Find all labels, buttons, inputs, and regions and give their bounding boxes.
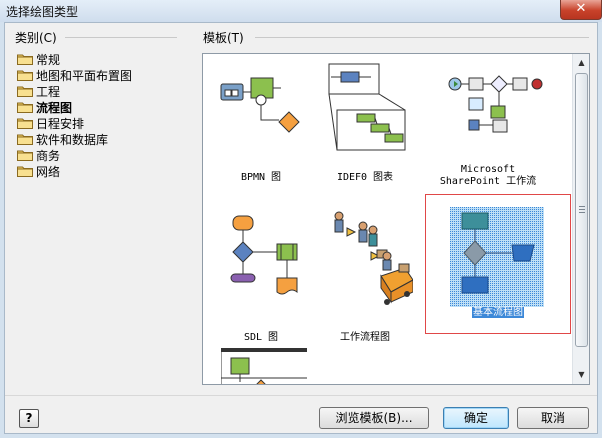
folder-icon bbox=[17, 54, 33, 65]
template-label: SDL 图 bbox=[243, 332, 279, 343]
folder-icon bbox=[17, 70, 33, 81]
title-bar: 选择绘图类型 ✕ bbox=[0, 0, 602, 22]
basic-flowchart-icon bbox=[450, 207, 544, 307]
template-scrollbar[interactable]: ▲ ▼ bbox=[572, 54, 589, 384]
category-label: 网络 bbox=[36, 164, 61, 179]
template-label: Microsoft SharePoint 工作流 bbox=[439, 164, 537, 187]
category-list: 常规地图和平面布置图工程流程图日程安排软件和数据库商务网络 bbox=[17, 51, 177, 179]
template-label: BPMN 图 bbox=[240, 172, 282, 183]
folder-icon bbox=[17, 150, 33, 161]
template-label: IDEF0 图表 bbox=[336, 172, 394, 183]
template-label: 基本流程图 bbox=[472, 307, 524, 318]
folder-icon bbox=[17, 102, 33, 113]
category-item[interactable]: 商务 bbox=[17, 147, 177, 163]
template-label: 工作流程图 bbox=[340, 332, 390, 343]
help-icon: ? bbox=[25, 411, 33, 425]
templates-heading: 模板(T) bbox=[203, 31, 244, 45]
folder-icon bbox=[17, 134, 33, 145]
template-tile-sdl[interactable]: SDL 图 bbox=[211, 204, 311, 354]
category-item[interactable]: 流程图 bbox=[17, 99, 177, 115]
template-tile-basic-flowchart[interactable]: 基本流程图 bbox=[425, 194, 571, 334]
category-label: 地图和平面布置图 bbox=[36, 68, 133, 83]
sharepoint-workflow-icon bbox=[448, 75, 543, 133]
category-label: 软件和数据库 bbox=[36, 132, 109, 147]
category-item[interactable]: 网络 bbox=[17, 163, 177, 179]
folder-icon bbox=[17, 166, 33, 177]
bpmn-diagram-icon bbox=[220, 77, 300, 133]
scroll-down-arrow-icon[interactable]: ▼ bbox=[578, 370, 585, 379]
template-tile-sharepoint-workflow[interactable]: Microsoft SharePoint 工作流 bbox=[425, 60, 551, 192]
cross-functional-flowchart-icon bbox=[221, 348, 307, 384]
cancel-button[interactable]: 取消 bbox=[517, 407, 589, 429]
category-label: 常规 bbox=[36, 52, 61, 67]
sdl-diagram-icon bbox=[230, 215, 298, 295]
grip-line bbox=[579, 209, 585, 210]
work-flow-diagram-icon bbox=[334, 211, 413, 305]
category-item[interactable]: 地图和平面布置图 bbox=[17, 67, 177, 83]
ok-button[interactable]: 确定 bbox=[443, 407, 509, 429]
idef0-diagram-icon bbox=[328, 63, 406, 151]
category-label: 商务 bbox=[36, 148, 61, 163]
dialog-panel: 类别(C) 常规地图和平面布置图工程流程图日程安排软件和数据库商务网络 模板(T… bbox=[4, 22, 598, 434]
categories-divider bbox=[65, 37, 177, 38]
scroll-up-arrow-icon[interactable]: ▲ bbox=[578, 58, 585, 67]
template-tile-work-flow[interactable]: 工作流程图 bbox=[315, 204, 415, 354]
folder-icon bbox=[17, 86, 33, 97]
category-item[interactable]: 常规 bbox=[17, 51, 177, 67]
categories-heading: 类别(C) bbox=[15, 31, 57, 45]
category-label: 工程 bbox=[36, 84, 61, 99]
folder-icon bbox=[17, 118, 33, 129]
window-title: 选择绘图类型 bbox=[6, 5, 79, 19]
template-tile-cross-functional[interactable] bbox=[211, 346, 311, 384]
category-item[interactable]: 工程 bbox=[17, 83, 177, 99]
scroll-thumb[interactable] bbox=[575, 73, 588, 347]
category-item[interactable]: 软件和数据库 bbox=[17, 131, 177, 147]
footer-divider bbox=[5, 395, 597, 396]
browse-templates-button[interactable]: 浏览模板(B)... bbox=[319, 407, 429, 429]
help-button[interactable]: ? bbox=[19, 409, 39, 428]
close-icon: ✕ bbox=[575, 1, 587, 16]
category-label: 日程安排 bbox=[36, 116, 85, 131]
grip-line bbox=[579, 206, 585, 207]
grip-line bbox=[579, 212, 585, 213]
template-tile-bpmn[interactable]: BPMN 图 bbox=[211, 60, 311, 190]
category-item[interactable]: 日程安排 bbox=[17, 115, 177, 131]
category-label: 流程图 bbox=[36, 100, 73, 115]
templates-divider bbox=[255, 37, 589, 38]
template-gallery: BPMN 图 IDEF0 图表 bbox=[202, 53, 590, 385]
template-tile-idef0[interactable]: IDEF0 图表 bbox=[315, 60, 415, 190]
close-button[interactable]: ✕ bbox=[560, 0, 602, 20]
